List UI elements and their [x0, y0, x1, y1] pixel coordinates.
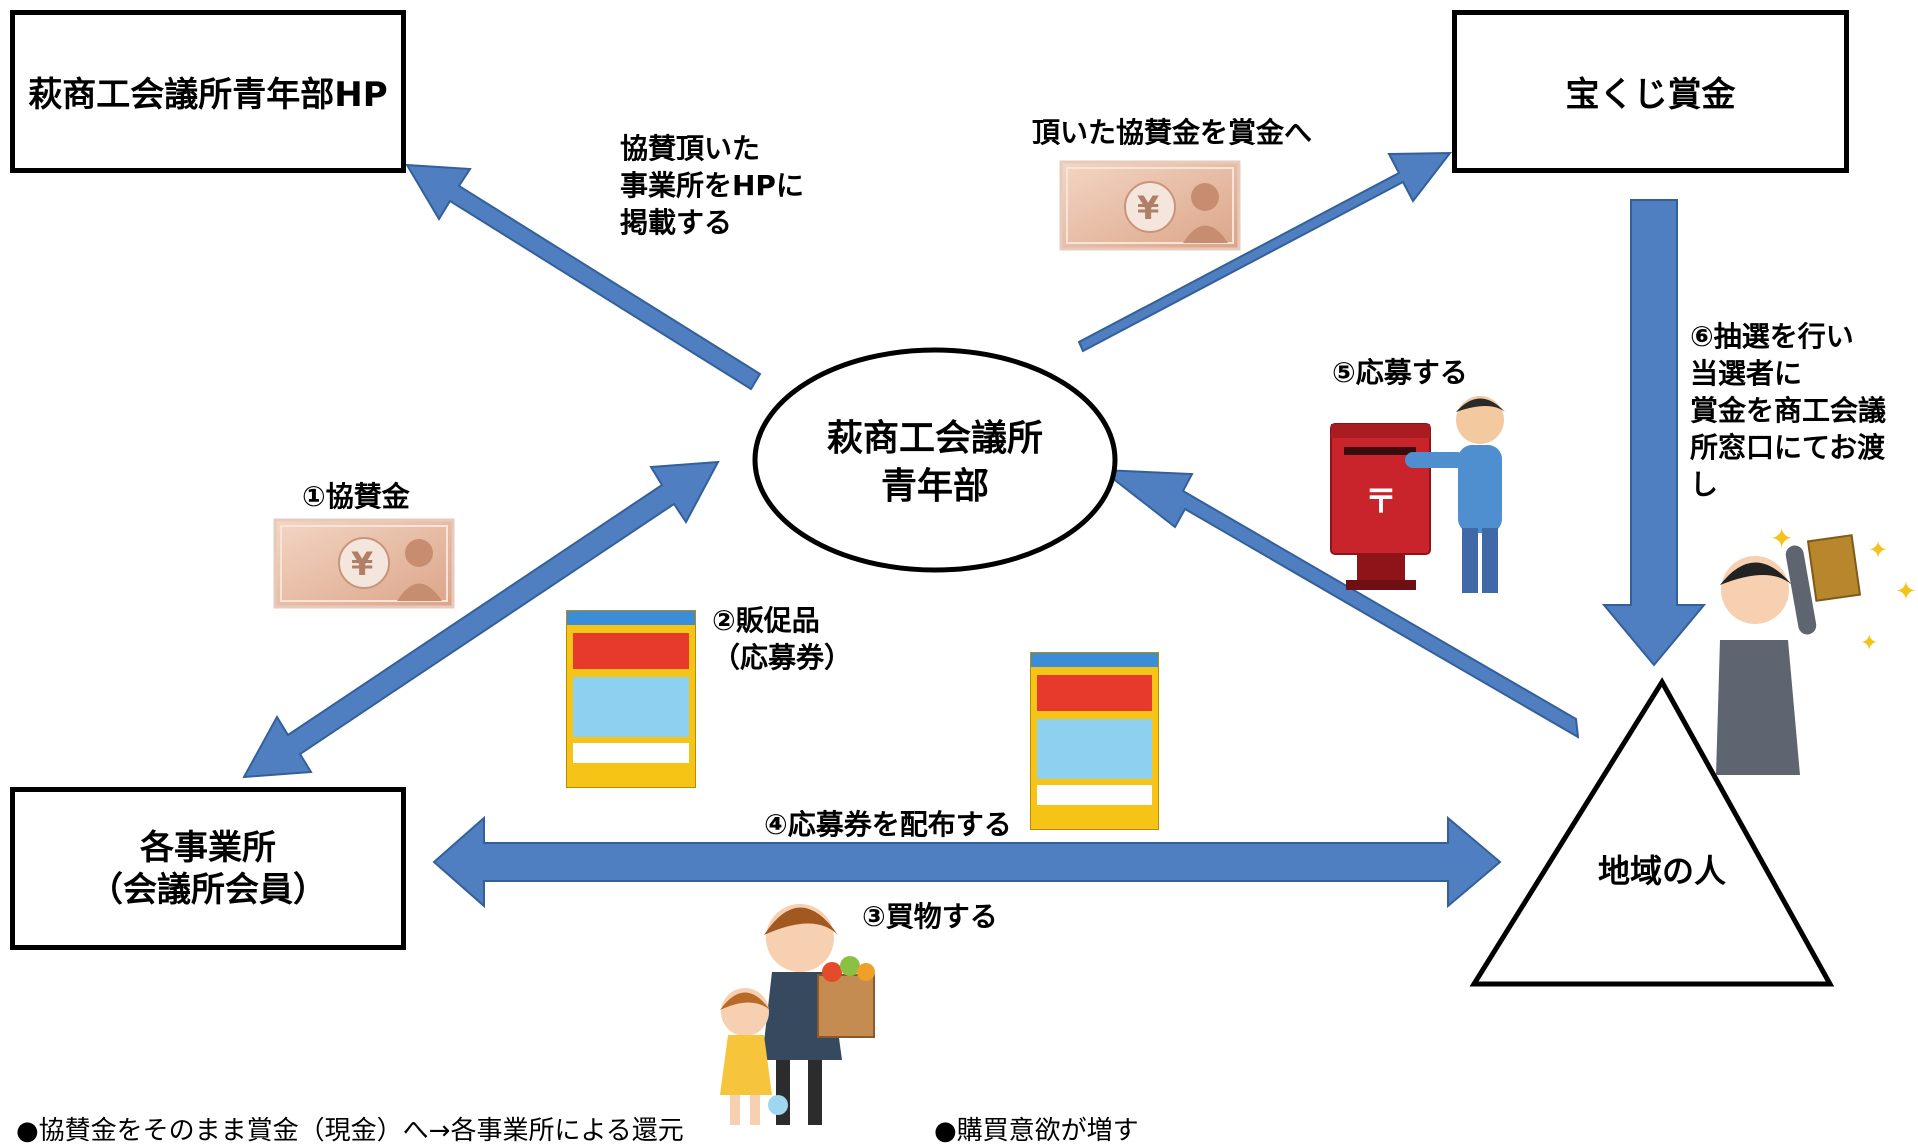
- postbox-icon: [1330, 423, 1431, 590]
- svg-text:✦: ✦: [1860, 631, 1878, 656]
- svg-text:✦: ✦: [1895, 577, 1917, 607]
- publish-label: 協賛頂いた 事業所をHPに 掲載する: [620, 130, 804, 241]
- business-box-label-2: （会議所会員）: [89, 869, 327, 910]
- arrow-business-center: [242, 460, 720, 779]
- step1-label: ①協賛金: [302, 480, 410, 513]
- prize-label: 頂いた協賛金を賞金へ: [1032, 116, 1313, 149]
- step6-label: ⑥抽選を行い 当選者に 賞金を商工会議 所窓口にてお渡 し: [1690, 318, 1886, 503]
- center-label-line1: 萩商工会議所: [826, 418, 1043, 459]
- step5-label: ⑤応募する: [1332, 356, 1468, 389]
- flyer-icon-2: [1030, 652, 1159, 830]
- step6-label-line3: 賞金を商工会議: [1690, 394, 1887, 427]
- woman-prize-icon: ✦ ✦ ✦ ✦: [1716, 522, 1917, 775]
- business-box: 各事業所 （会議所会員）: [10, 787, 406, 950]
- svg-text:✦: ✦: [1868, 536, 1888, 564]
- step2-label-line2: （応募券）: [712, 641, 853, 674]
- step6-label-line1: ⑥抽選を行い: [1690, 320, 1854, 353]
- yen-glyph-prize: ¥: [1137, 189, 1160, 227]
- banknote-prize-icon: [1059, 160, 1241, 251]
- step2-label-line1: ②販促品: [712, 604, 820, 637]
- step6-label-line5: し: [1690, 468, 1719, 501]
- arrow-to-community: [1601, 199, 1707, 667]
- arrow-business-community: [432, 815, 1502, 909]
- arrow-to-lottery: [1077, 151, 1453, 353]
- svg-text:✦: ✦: [1770, 522, 1793, 555]
- center-label: 萩商工会議所 青年部: [755, 415, 1115, 511]
- publish-label-line1: 協賛頂いた: [620, 132, 761, 165]
- flyer-icon-1: [566, 610, 696, 788]
- step2-label: ②販促品 （応募券）: [712, 602, 852, 676]
- shoppers-icon: [720, 904, 875, 1125]
- step6-label-line4: 所窓口にてお渡: [1690, 431, 1886, 464]
- person-posting-icon: [1405, 396, 1505, 593]
- center-label-line2: 青年部: [880, 466, 989, 507]
- arrow-to-hp: [405, 163, 762, 391]
- arrow-community-to-center: [1098, 468, 1580, 739]
- lottery-box-label: 宝くじ賞金: [1565, 75, 1736, 115]
- step6-label-line2: 当選者に: [1690, 357, 1803, 390]
- banknote-sponsor-icon: [273, 518, 455, 609]
- center-ellipse: [752, 347, 1118, 573]
- lottery-box: 宝くじ賞金: [1452, 10, 1849, 173]
- yen-glyph-sponsor: ¥: [351, 545, 374, 583]
- footer-left: ●協賛金をそのまま賞金（現金）へ→各事業所による還元: [16, 1116, 684, 1146]
- community-label: 地域の人: [1597, 852, 1726, 890]
- publish-label-line2: 事業所をHPに: [620, 169, 804, 202]
- footer-right: ●購買意欲が増す: [934, 1116, 1139, 1146]
- step3-label: ③買物する: [862, 900, 998, 933]
- business-box-label-1: 各事業所: [140, 827, 276, 868]
- publish-label-line3: 掲載する: [620, 206, 733, 239]
- hp-box: 萩商工会議所青年部HP: [10, 10, 406, 173]
- postbox-mark: 〒: [1365, 482, 1398, 520]
- hp-box-label: 萩商工会議所青年部HP: [28, 75, 388, 115]
- community-triangle: [1469, 677, 1835, 987]
- step4-label: ④応募券を配布する: [764, 808, 1012, 841]
